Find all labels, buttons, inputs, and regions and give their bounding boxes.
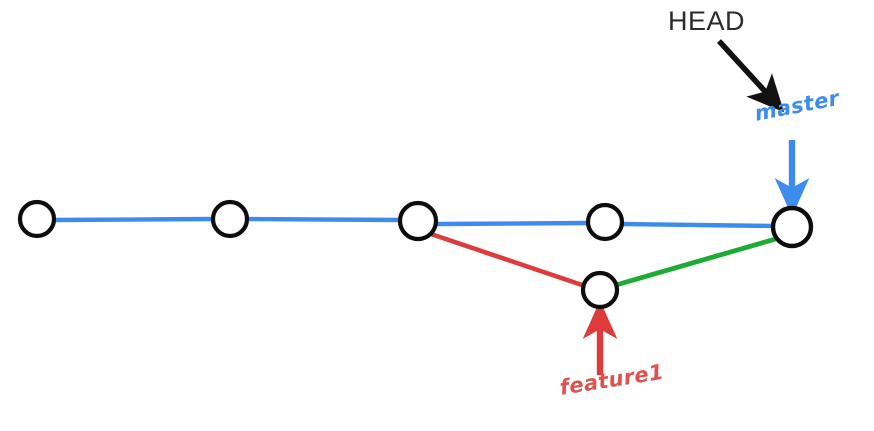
commit-node-4[interactable] bbox=[585, 202, 625, 242]
head-label: HEAD bbox=[668, 6, 746, 36]
edge-c1-c2 bbox=[51, 216, 216, 223]
pointer-arrows bbox=[582, 39, 810, 375]
head-arrow bbox=[716, 39, 785, 113]
commit-node-3[interactable] bbox=[397, 200, 439, 242]
edge-f1-c5 bbox=[613, 235, 782, 288]
commit-node-merge[interactable] bbox=[770, 205, 814, 249]
edge-c3-f1 bbox=[428, 231, 588, 289]
edge-c2-c3 bbox=[244, 216, 404, 223]
edge-c3-c4 bbox=[433, 220, 591, 227]
commit-node-feature1[interactable] bbox=[580, 270, 620, 310]
edge-c4-c5 bbox=[619, 221, 776, 229]
commit-node-1[interactable] bbox=[17, 199, 57, 239]
branch-edges bbox=[51, 216, 782, 289]
commit-node-2[interactable] bbox=[210, 199, 250, 239]
commit-nodes bbox=[17, 199, 814, 310]
